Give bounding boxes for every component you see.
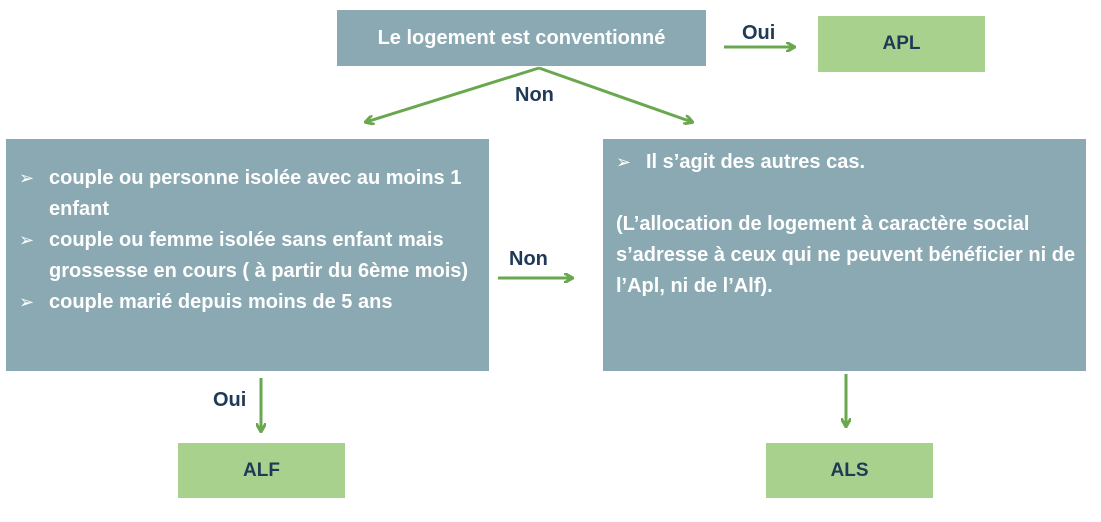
other-cases-list: ➢ Il s’agit des autres cas. bbox=[616, 147, 1076, 178]
other-cases-item: ➢ Il s’agit des autres cas. bbox=[616, 147, 1076, 178]
arrow-bullet-icon: ➢ bbox=[616, 152, 632, 172]
criteria-text: couple marié depuis moins de 5 ans bbox=[49, 291, 393, 313]
als-box: ALS bbox=[766, 443, 933, 498]
apl-label: APL bbox=[882, 33, 921, 54]
oui-label-top: Oui bbox=[742, 22, 776, 44]
non-label-middle: Non bbox=[509, 248, 548, 270]
als-note: (L’allocation de logement à caractère so… bbox=[616, 213, 1076, 297]
criteria-box: ➢ couple ou personne isolée avec au moin… bbox=[6, 139, 489, 371]
apl-box: APL bbox=[818, 16, 985, 72]
criteria-item: ➢ couple ou femme isolée sans enfant mai… bbox=[19, 225, 479, 287]
criteria-item: ➢ couple ou personne isolée avec au moin… bbox=[19, 163, 479, 225]
question-text: Le logement est conventionné bbox=[377, 26, 666, 49]
other-cases-text: Il s’agit des autres cas. bbox=[646, 151, 865, 173]
arrow-bullet-icon: ➢ bbox=[19, 168, 35, 188]
criteria-item: ➢ couple marié depuis moins de 5 ans bbox=[19, 287, 479, 318]
non-label-top: Non bbox=[515, 84, 554, 106]
arrow-non-to-left bbox=[366, 66, 540, 122]
criteria-text: couple ou femme isolée sans enfant mais … bbox=[49, 229, 469, 282]
criteria-text: couple ou personne isolée avec au moins … bbox=[49, 167, 462, 220]
oui-label-bottom: Oui bbox=[213, 389, 247, 411]
als-label: ALS bbox=[830, 459, 869, 481]
alf-label: ALF bbox=[243, 459, 280, 481]
arrow-non-to-right bbox=[538, 66, 692, 122]
arrow-bullet-icon: ➢ bbox=[19, 230, 35, 250]
criteria-list: ➢ couple ou personne isolée avec au moin… bbox=[19, 163, 479, 318]
other-cases-box: ➢ Il s’agit des autres cas. (L’allocatio… bbox=[603, 139, 1086, 371]
question-box: Le logement est conventionné bbox=[337, 10, 706, 66]
alf-box: ALF bbox=[178, 443, 345, 498]
arrow-bullet-icon: ➢ bbox=[19, 292, 35, 312]
